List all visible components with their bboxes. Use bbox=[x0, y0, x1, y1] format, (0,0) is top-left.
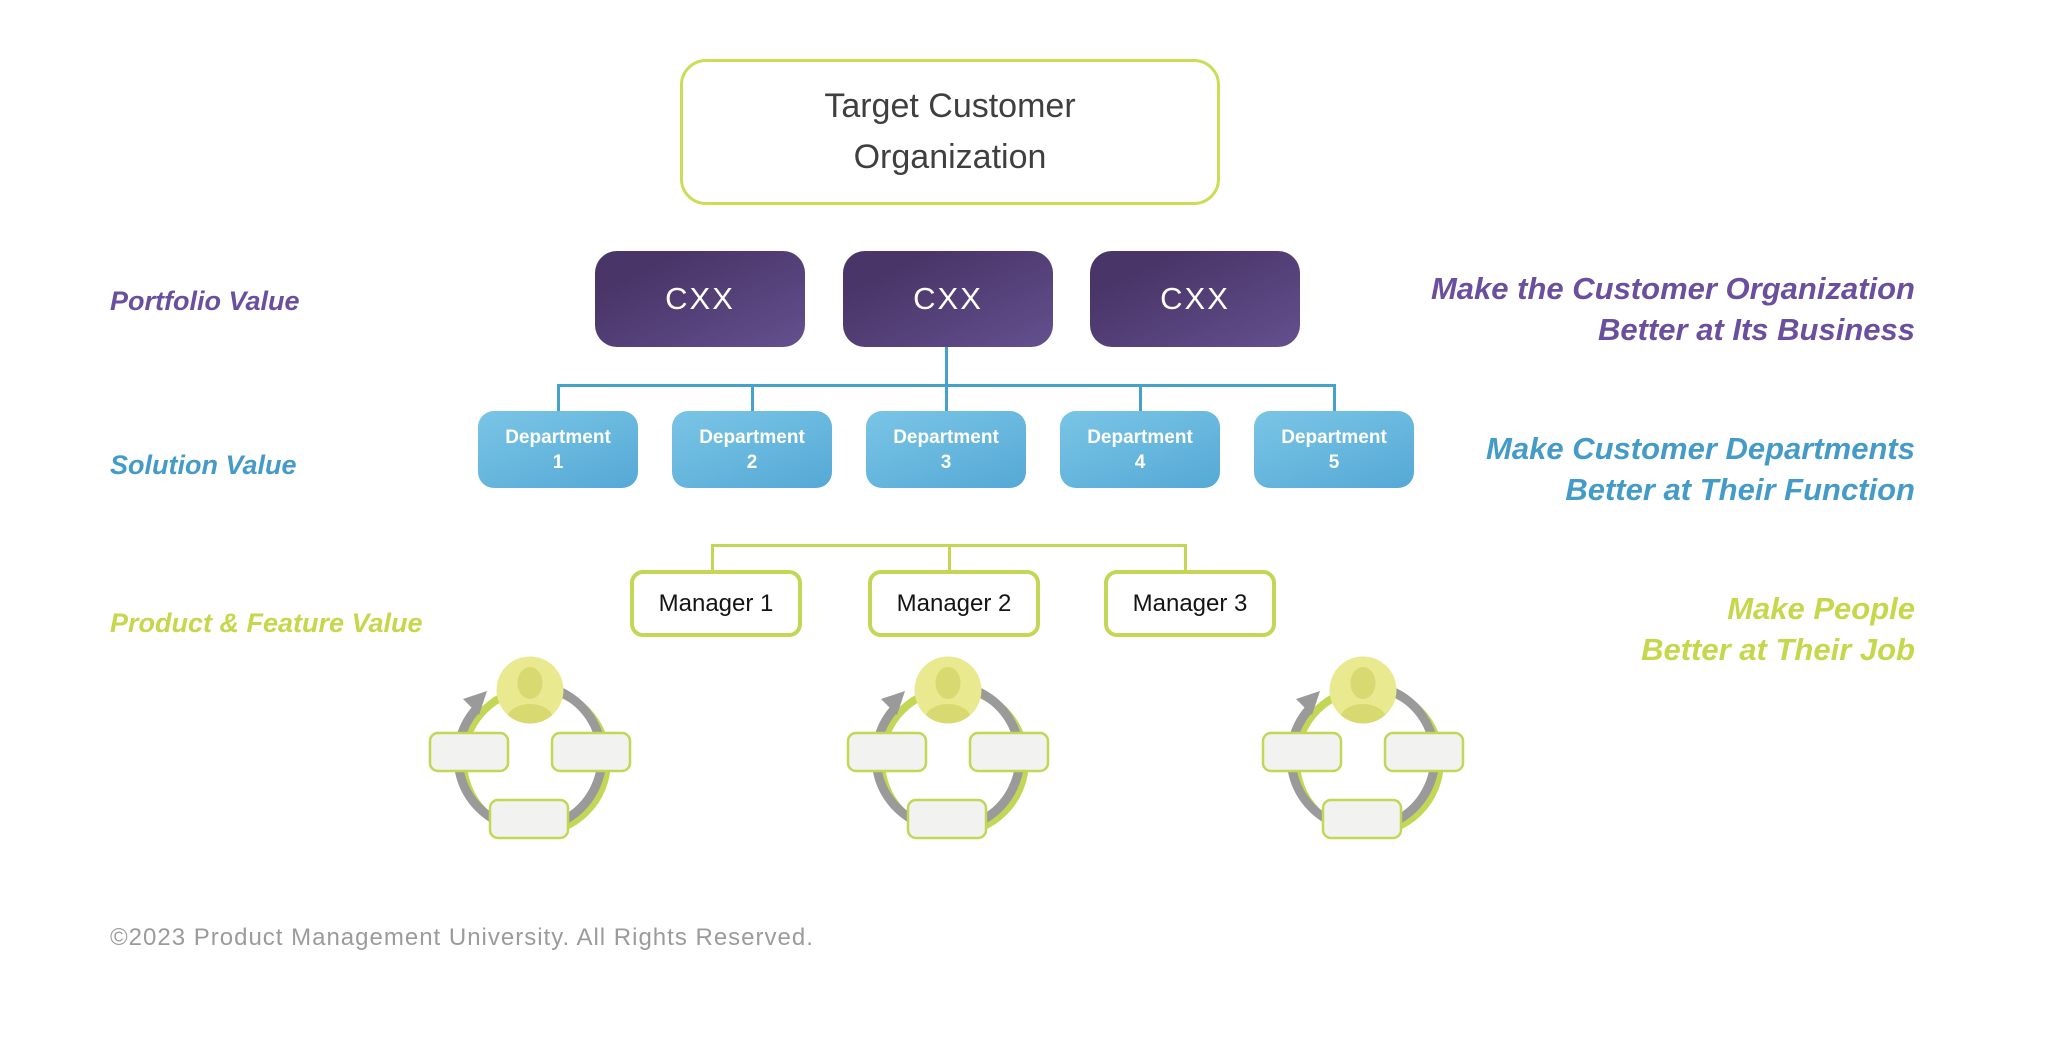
department-1-number: 1 bbox=[552, 451, 564, 473]
task-box-bottom bbox=[1321, 798, 1403, 840]
copyright-notice: ©2023 Product Management University. All… bbox=[110, 924, 814, 951]
cycle-arrowhead-icon bbox=[463, 691, 487, 715]
manager-box-2: Manager 2 bbox=[868, 570, 1040, 637]
department-2-name: Department bbox=[699, 426, 805, 448]
people-cycle-icon bbox=[846, 656, 1050, 840]
task-box-left bbox=[428, 731, 510, 773]
portfolio-value-label: Portfolio Value bbox=[110, 286, 300, 316]
task-box-right bbox=[550, 731, 632, 773]
target-customer-line2: Organization bbox=[853, 138, 1047, 176]
connector-drop-manager1 bbox=[711, 544, 714, 571]
department-5-number: 5 bbox=[1328, 451, 1340, 473]
connector-drop-dept2 bbox=[751, 384, 754, 412]
department-box-1: Department 1 bbox=[478, 411, 638, 488]
department-5-name: Department bbox=[1281, 426, 1387, 448]
cxx-box-3: CXX bbox=[1090, 251, 1300, 347]
task-box-right bbox=[1383, 731, 1465, 773]
task-box-bottom bbox=[488, 798, 570, 840]
cycle-arrowhead-icon bbox=[881, 691, 905, 715]
department-box-2: Department 2 bbox=[672, 411, 832, 488]
product-caption: Make People Better at Their Job bbox=[1641, 588, 1915, 670]
connector-drop-manager3 bbox=[1184, 544, 1187, 571]
department-box-3: Department 3 bbox=[866, 411, 1026, 488]
department-2-number: 2 bbox=[746, 451, 758, 473]
portfolio-caption: Make the Customer Organization Better at… bbox=[1431, 268, 1915, 350]
connector-drop-dept4 bbox=[1139, 384, 1142, 412]
cycle-arrowhead-icon bbox=[1296, 691, 1320, 715]
solution-caption-line1: Make Customer Departments bbox=[1486, 431, 1915, 466]
connector-drop-dept3 bbox=[945, 384, 948, 412]
connector-cxx-stem bbox=[945, 347, 948, 385]
people-cycle-icon bbox=[428, 656, 632, 840]
department-box-5: Department 5 bbox=[1254, 411, 1414, 488]
department-box-4: Department 4 bbox=[1060, 411, 1220, 488]
connector-drop-dept5 bbox=[1333, 384, 1336, 412]
department-3-number: 3 bbox=[940, 451, 952, 473]
task-box-right bbox=[968, 731, 1050, 773]
solution-caption: Make Customer Departments Better at Thei… bbox=[1486, 428, 1915, 510]
person-avatar-figure bbox=[507, 667, 553, 724]
product-caption-line2: Better at Their Job bbox=[1641, 632, 1915, 667]
cxx-box-1: CXX bbox=[595, 251, 805, 347]
department-1-name: Department bbox=[505, 426, 611, 448]
department-3-name: Department bbox=[893, 426, 999, 448]
portfolio-caption-line1: Make the Customer Organization bbox=[1430, 271, 1915, 306]
person-avatar-figure bbox=[925, 667, 971, 724]
connector-drop-dept1 bbox=[557, 384, 560, 412]
manager-box-1: Manager 1 bbox=[630, 570, 802, 637]
task-box-bottom bbox=[906, 798, 988, 840]
product-feature-value-label: Product & Feature Value bbox=[110, 608, 423, 638]
task-box-left bbox=[846, 731, 928, 773]
target-customer-organization-box: Target Customer Organization bbox=[680, 59, 1220, 205]
solution-caption-line2: Better at Their Function bbox=[1565, 472, 1915, 507]
manager-box-3: Manager 3 bbox=[1104, 570, 1276, 637]
department-4-number: 4 bbox=[1134, 451, 1146, 473]
product-caption-line1: Make People bbox=[1727, 591, 1915, 626]
connector-drop-manager2 bbox=[948, 544, 951, 571]
solution-value-label: Solution Value bbox=[110, 450, 297, 480]
department-4-name: Department bbox=[1087, 426, 1193, 448]
target-customer-line1: Target Customer bbox=[824, 87, 1076, 125]
cxx-box-2: CXX bbox=[843, 251, 1053, 347]
people-cycle-icon bbox=[1261, 656, 1465, 840]
task-box-left bbox=[1261, 731, 1343, 773]
portfolio-caption-line2: Better at Its Business bbox=[1598, 312, 1915, 347]
person-avatar-figure bbox=[1340, 667, 1386, 724]
